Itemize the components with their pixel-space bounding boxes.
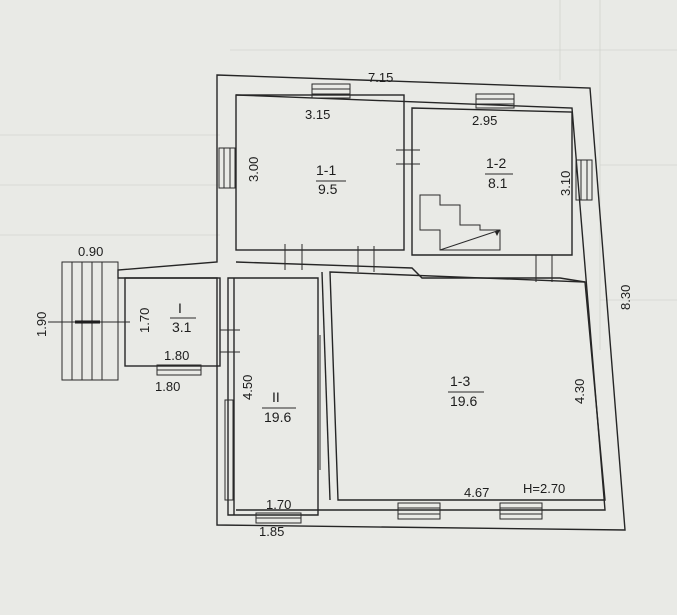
ceiling-height: H=2.70 — [523, 481, 565, 496]
room-area-I: 3.1 — [172, 319, 192, 335]
dim-outer-right: 8.30 — [618, 285, 633, 310]
dim-roomI-inner-width: 1.80 — [164, 348, 189, 363]
paper-grid — [0, 0, 677, 350]
room-area-1-2: 8.1 — [488, 175, 508, 191]
dim-roomI-outer-width: 1.80 — [155, 379, 180, 394]
room-1-3-walls — [329, 271, 606, 501]
dim-room11-depth: 3.00 — [246, 157, 261, 182]
stairs — [419, 194, 501, 251]
room-area-1-1: 9.5 — [318, 181, 338, 197]
room-id-I: I — [178, 300, 182, 316]
dim-room12-width: 2.95 — [472, 113, 497, 128]
dim-outer-top: 7.15 — [368, 70, 393, 85]
outer-walls — [117, 74, 626, 531]
dim-roomII-outer-width: 1.85 — [259, 524, 284, 539]
porch — [48, 261, 130, 381]
room-1-2-walls — [411, 107, 573, 256]
room-id-1-3: 1-3 — [450, 373, 470, 389]
room-labels: 1-1 9.5 1-2 8.1 I 3.1 II 19.6 1-3 19.6 — [170, 155, 513, 425]
room-area-1-3: 19.6 — [450, 393, 477, 409]
dim-room13-depth: 4.30 — [572, 379, 587, 404]
dimension-labels: 7.15 8.30 0.90 1.90 3.15 3.00 2.95 3.10 … — [34, 70, 633, 539]
windows — [156, 83, 593, 524]
doors — [220, 149, 553, 470]
dim-roomII-inner-width: 1.70 — [266, 497, 291, 512]
room-II-walls — [227, 277, 319, 516]
dim-roomII-length: 4.50 — [240, 375, 255, 400]
dim-room11-width: 3.15 — [305, 107, 330, 122]
dim-porch-width: 0.90 — [78, 244, 103, 259]
room-1-1-walls — [235, 94, 405, 251]
room-id-1-1: 1-1 — [316, 162, 336, 178]
corridor-wall — [235, 261, 586, 283]
dim-roomI-depth: 1.70 — [137, 308, 152, 333]
dim-room13-width: 4.67 — [464, 485, 489, 500]
dim-room12-depth: 3.10 — [558, 171, 573, 196]
dim-porch-length: 1.90 — [34, 312, 49, 337]
room-area-II: 19.6 — [264, 409, 291, 425]
room-id-II: II — [272, 389, 280, 405]
room-id-1-2: 1-2 — [486, 155, 506, 171]
